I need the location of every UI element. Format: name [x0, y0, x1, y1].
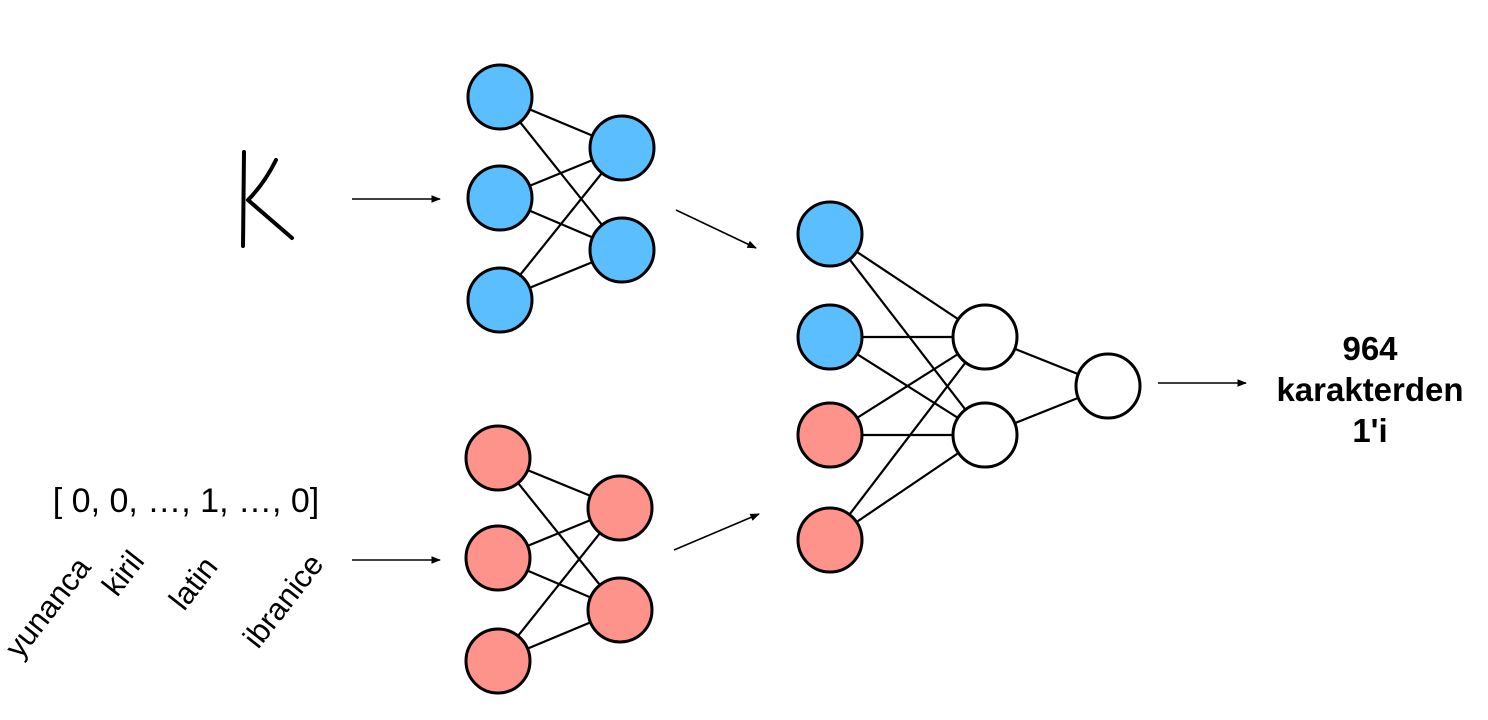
image-hidden-node-2 — [588, 216, 656, 284]
script-label-ibranice: ibranice — [236, 547, 330, 654]
merged-input-node-4 — [796, 506, 864, 574]
script-label-latin: latin — [162, 550, 225, 616]
merged-hidden-node-2 — [951, 401, 1019, 469]
merged-input-node-3 — [796, 401, 864, 469]
one-hot-vector: [ 0, 0, …, 1, …, 0] — [53, 482, 319, 520]
output-one: 1'i — [1352, 412, 1387, 449]
script-label-yunanca: yunanca — [0, 550, 98, 665]
image-input-node-2 — [466, 164, 534, 232]
script-label-kiril: kiril — [95, 544, 151, 602]
merged-input-node-2 — [796, 303, 864, 371]
alphabet-hidden-node-1 — [586, 474, 654, 542]
alphabet-input-node-3 — [464, 627, 532, 695]
image-branch-to-merge-arrow — [675, 209, 757, 249]
output-node-1 — [1074, 352, 1142, 420]
output-unit: karakterden — [1276, 371, 1463, 408]
merged-input-node-1 — [796, 200, 864, 268]
alphabet-input-node-1 — [464, 424, 532, 492]
image-input-node-3 — [466, 266, 534, 334]
output-count: 964 — [1342, 330, 1398, 367]
edge-merge-0-1 — [829, 233, 986, 436]
output-label: 964 karakterden 1'i — [1276, 330, 1463, 449]
image-hidden-node-1 — [588, 114, 656, 182]
edge-merge-3-0 — [829, 336, 986, 541]
alphabet-hidden-node-2 — [586, 576, 654, 644]
network-edges — [497, 95, 1109, 663]
merged-hidden-node-1 — [951, 303, 1019, 371]
alphabet-input-node-2 — [464, 524, 532, 592]
image-input-node-1 — [466, 63, 534, 131]
network-nodes — [464, 63, 1142, 695]
alphabet-branch-to-merge-arrow — [673, 513, 760, 551]
input-character-glyph — [241, 150, 294, 248]
